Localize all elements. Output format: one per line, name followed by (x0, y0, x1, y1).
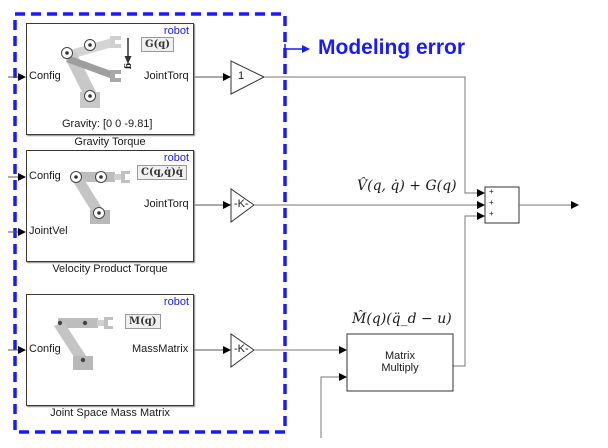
sum-block[interactable] (484, 186, 520, 224)
gain2-value: -K- (234, 198, 249, 210)
caption-underline (26, 150, 194, 151)
velocity-jointtorq-port-label: JointTorq (144, 198, 189, 210)
gravity-param-text: Gravity: [0 0 -9.81] (62, 118, 153, 130)
matrix-multiply-line1: Matrix (385, 350, 415, 362)
velocity-formula-box: C(q,q̇)q̇ (137, 165, 187, 180)
gain-block-1[interactable] (230, 60, 266, 95)
mass-config-port-label: Config (29, 343, 61, 355)
robot-tag: robot (163, 296, 189, 308)
velocity-product-torque-caption: Velocity Product Torque (52, 263, 168, 275)
matrix-multiply-line2: Multiply (381, 362, 419, 374)
velocity-config-port-label: Config (29, 170, 61, 182)
gravity-torque-caption: Gravity Torque (74, 136, 146, 148)
gravity-symbol: g (123, 62, 134, 70)
matrix-multiply-label: Matrix Multiply (347, 350, 453, 374)
gain1-value: 1 (238, 70, 245, 82)
mass-formula-box: M(q) (125, 314, 161, 329)
gain-block-2[interactable] (230, 188, 255, 223)
matrix-multiply-block[interactable] (346, 333, 454, 392)
velocity-jointvel-port-label: JointVel (29, 225, 68, 237)
sum-sign-2: + (489, 198, 494, 207)
joint-space-mass-matrix-caption: Joint Space Mass Matrix (50, 407, 170, 419)
gravity-config-port-label: Config (29, 70, 61, 82)
mass-massmatrix-port-label: MassMatrix (132, 343, 189, 355)
modeling-error-arrowhead (302, 45, 310, 53)
gravity-jointtorq-port-label: JointTorq (144, 70, 189, 82)
sum-sign-1: + (489, 187, 494, 196)
robot-tag: robot (163, 152, 189, 164)
robot-tag: robot (163, 25, 189, 37)
signal-label-md: M̂(q)(q̈_d − u) (352, 311, 452, 327)
gain3-value: -K- (234, 343, 249, 355)
gravity-formula-box: G(q) (141, 37, 174, 52)
modeling-error-boundary (13, 12, 287, 434)
modeling-error-title: Modeling error (318, 36, 466, 59)
wire-external-to-matmul (320, 373, 347, 438)
signal-label-vg: V̂(q, q̇) + G(q) (357, 178, 457, 194)
wire-gain1-to-sum (264, 76, 485, 197)
wire-matmul-to-sum (453, 212, 485, 367)
gain-block-3[interactable] (230, 333, 255, 368)
sum-sign-3: + (489, 209, 494, 218)
